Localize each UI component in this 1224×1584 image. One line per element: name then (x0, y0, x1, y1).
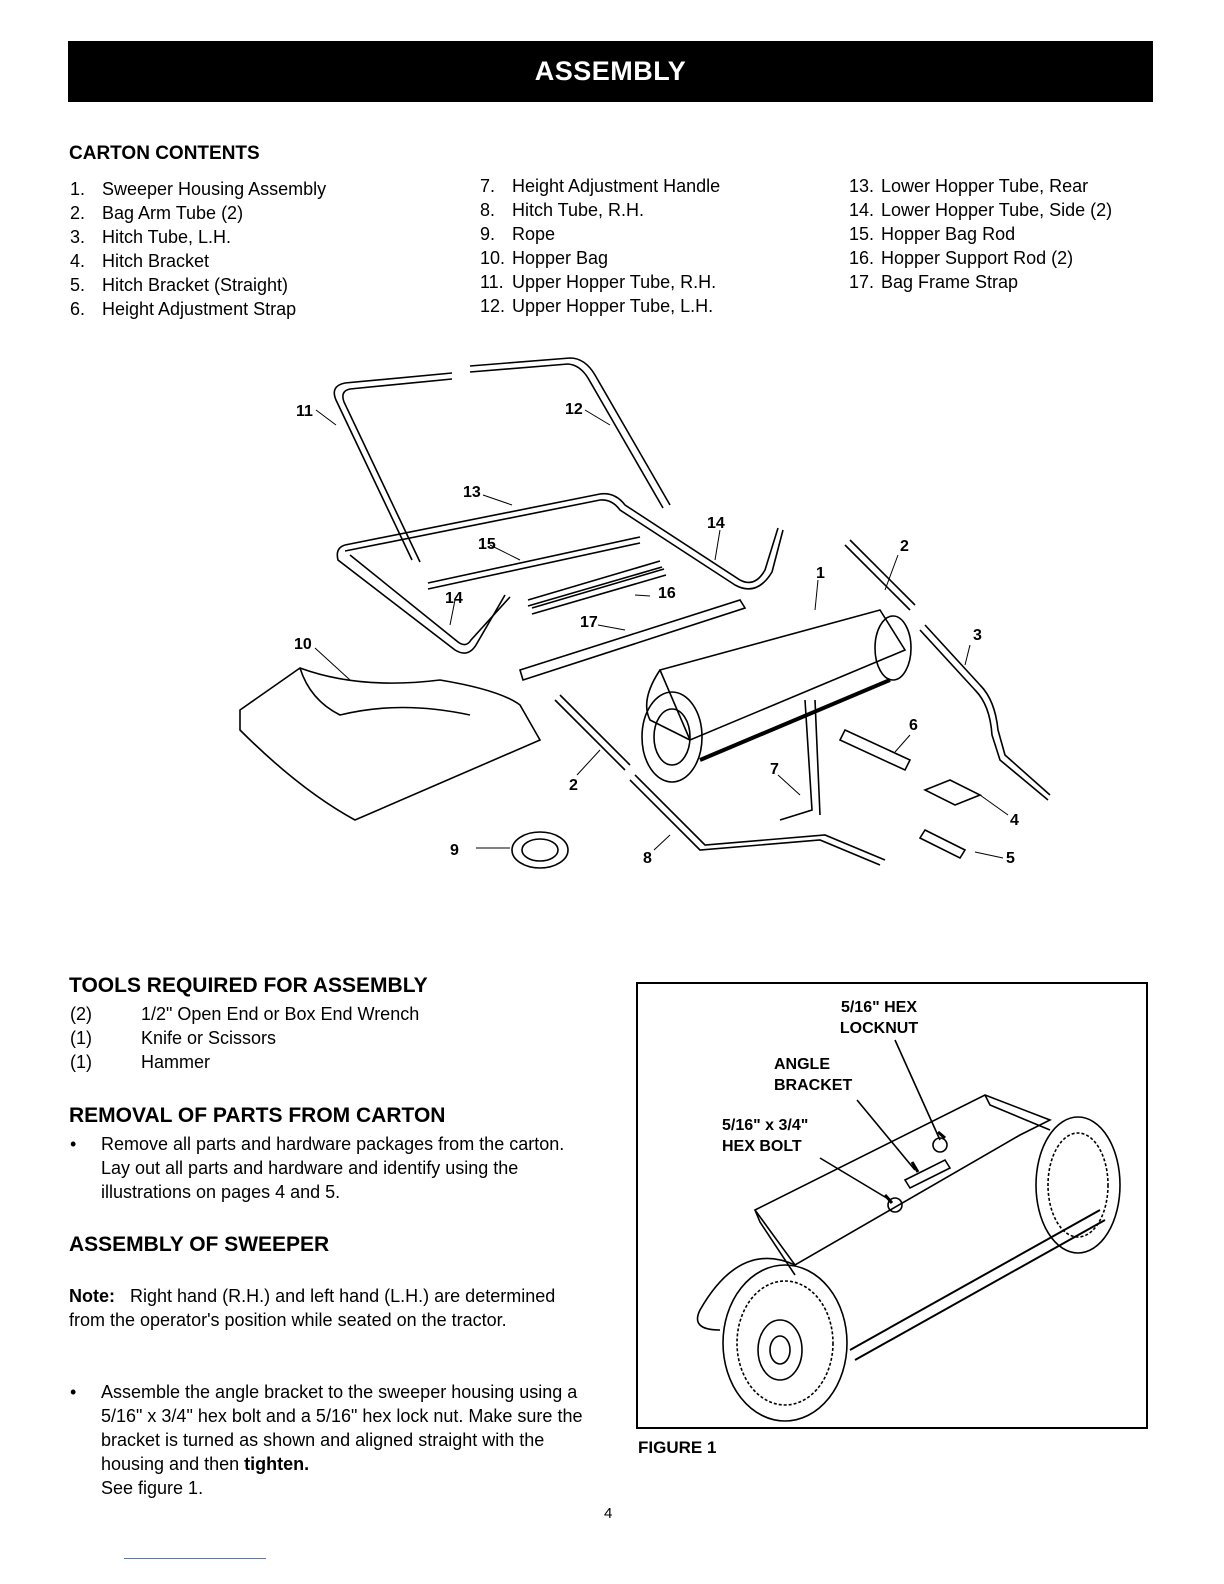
note-label: Note: (69, 1286, 115, 1306)
figure-label-angle-bracket: ANGLE BRACKET (774, 1056, 853, 1094)
parts-illustration: 11 12 13 14 15 14 16 17 10 1 2 3 6 7 4 5… (239, 357, 1051, 869)
callout-10: 10 (294, 636, 312, 653)
list-item: 8.Hitch Tube, R.H. (480, 200, 645, 220)
figure-label-locknut: 5/16" HEX LOCKNUT (839, 999, 919, 1037)
list-item: 15.Hopper Bag Rod (849, 224, 1016, 244)
page-title: ASSEMBLY (534, 56, 687, 86)
list-item: 6.Height Adjustment Strap (70, 299, 297, 319)
list-item: 10.Hopper Bag (480, 248, 609, 268)
callout-6: 6 (909, 717, 918, 734)
callout-15: 15 (478, 536, 496, 553)
list-item: 2.Bag Arm Tube (2) (70, 203, 244, 223)
assembly-heading: ASSEMBLY OF SWEEPER (69, 1233, 330, 1256)
list-item: 11.Upper Hopper Tube, R.H. (480, 272, 717, 292)
callout-2: 2 (900, 538, 909, 555)
callout-14: 14 (707, 515, 725, 532)
callout-5: 5 (1006, 850, 1015, 867)
list-item: 12.Upper Hopper Tube, L.H. (480, 296, 714, 316)
page-title-banner: ASSEMBLY (68, 41, 1153, 102)
callout-1: 1 (816, 565, 825, 582)
figure-1-box (636, 982, 1148, 1429)
assembly-bullet: •Assemble the angle bracket to the sweep… (70, 1382, 583, 1498)
list-item: (1)Hammer (70, 1052, 211, 1072)
removal-heading: REMOVAL OF PARTS FROM CARTON (69, 1104, 446, 1127)
page-number: 4 (604, 1505, 613, 1522)
list-item: 7.Height Adjustment Handle (480, 176, 721, 196)
note-text: Right hand (R.H.) and left hand (L.H.) a… (69, 1286, 556, 1330)
tools-list: (2)1/2" Open End or Box End Wrench (1)Kn… (70, 1002, 419, 1074)
list-item: 3.Hitch Tube, L.H. (70, 227, 232, 247)
list-item: 9.Rope (480, 224, 556, 244)
callout-11: 11 (296, 403, 313, 420)
callout-7: 7 (770, 761, 779, 778)
assembly-note: Note: Right hand (R.H.) and left hand (L… (69, 1284, 579, 1332)
list-item: 5.Hitch Bracket (Straight) (70, 275, 289, 295)
callout-14b: 14 (445, 590, 463, 607)
list-item: 4.Hitch Bracket (70, 251, 210, 271)
removal-bullet: •Remove all parts and hardware packages … (70, 1134, 565, 1202)
figure-label-hex-bolt: 5/16" x 3/4" HEX BOLT (722, 1117, 809, 1155)
callout-3: 3 (973, 627, 982, 644)
list-item: 16.Hopper Support Rod (2) (849, 248, 1074, 268)
list-item: 13.Lower Hopper Tube, Rear (849, 176, 1089, 196)
callout-16: 16 (658, 585, 676, 602)
list-item: 14.Lower Hopper Tube, Side (2) (849, 200, 1113, 220)
tools-heading: TOOLS REQUIRED FOR ASSEMBLY (69, 974, 428, 997)
list-item: 1.Sweeper Housing Assembly (70, 179, 327, 199)
footer-divider (124, 1558, 266, 1559)
carton-list-col3: 13.Lower Hopper Tube, Rear 14.Lower Hopp… (849, 174, 1112, 294)
list-item: (2)1/2" Open End or Box End Wrench (70, 1004, 420, 1024)
list-item: 17.Bag Frame Strap (849, 272, 1019, 292)
figure-1-caption: FIGURE 1 (638, 1438, 717, 1457)
carton-contents-heading: CARTON CONTENTS (69, 143, 260, 164)
callout-17: 17 (580, 614, 598, 631)
list-item: (1)Knife or Scissors (70, 1028, 277, 1048)
callout-8: 8 (643, 850, 652, 867)
callout-9: 9 (450, 842, 459, 859)
callout-13: 13 (463, 484, 481, 501)
figure-1-illustration (696, 1039, 1121, 1422)
callout-4: 4 (1010, 812, 1019, 829)
carton-list-col1: 1.Sweeper Housing Assembly 2.Bag Arm Tub… (70, 177, 326, 321)
callout-2b: 2 (569, 777, 578, 794)
carton-list-col2: 7.Height Adjustment Handle 8.Hitch Tube,… (480, 174, 720, 318)
callout-12: 12 (565, 401, 583, 418)
